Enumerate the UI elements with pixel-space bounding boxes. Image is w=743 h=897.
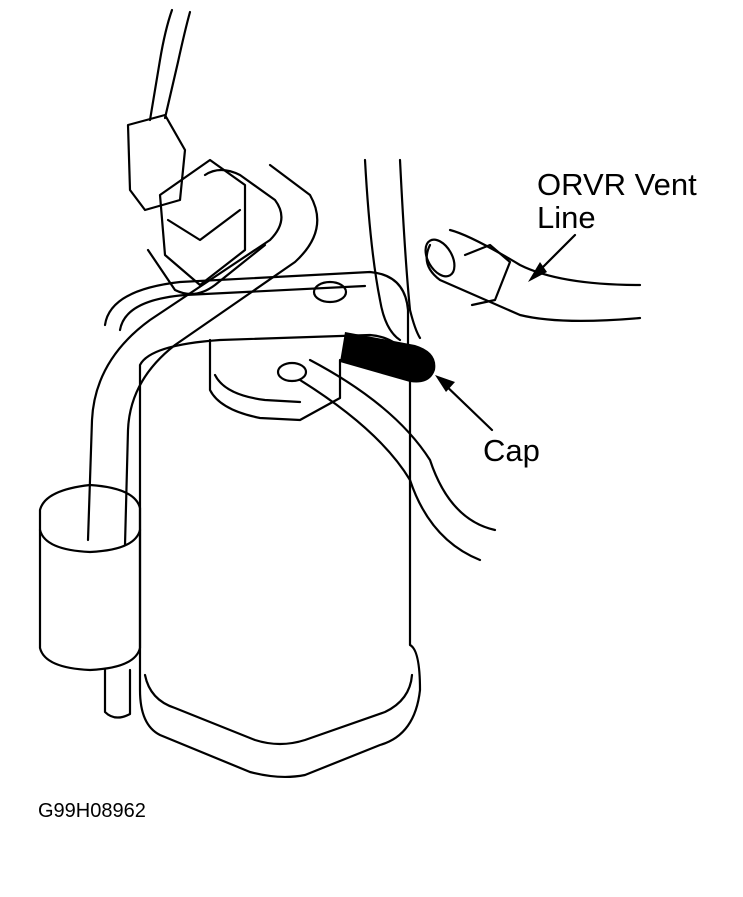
- orvr-line-clamp: [463, 243, 512, 307]
- orvr-vent-line-label: ORVR Vent Line: [537, 168, 697, 234]
- orvr-label-line2: Line: [537, 200, 596, 235]
- canister-bottom-rim: [143, 673, 414, 746]
- solenoid-valve: [158, 158, 247, 287]
- hose-clamp: [312, 280, 348, 304]
- purge-hose: [86, 168, 283, 542]
- figure-code: G99H08962: [38, 800, 146, 822]
- electrical-connector: [126, 113, 187, 212]
- orvr-arrowhead: [528, 262, 547, 282]
- cap-label: Cap: [483, 433, 540, 468]
- hose-clamp: [276, 361, 308, 383]
- vent-hose: [363, 158, 402, 342]
- cap-arrowhead: [435, 375, 455, 392]
- cap-part: [340, 332, 436, 383]
- orvr-vent-line: [425, 243, 642, 322]
- orvr-label-line1: ORVR Vent: [537, 167, 697, 202]
- canister-body: [138, 333, 422, 779]
- canister-top-inner: [118, 284, 367, 332]
- side-hose: [298, 378, 482, 562]
- wire-harness: [148, 8, 174, 122]
- canister-dome: [208, 338, 342, 422]
- inline-filter: [38, 483, 142, 672]
